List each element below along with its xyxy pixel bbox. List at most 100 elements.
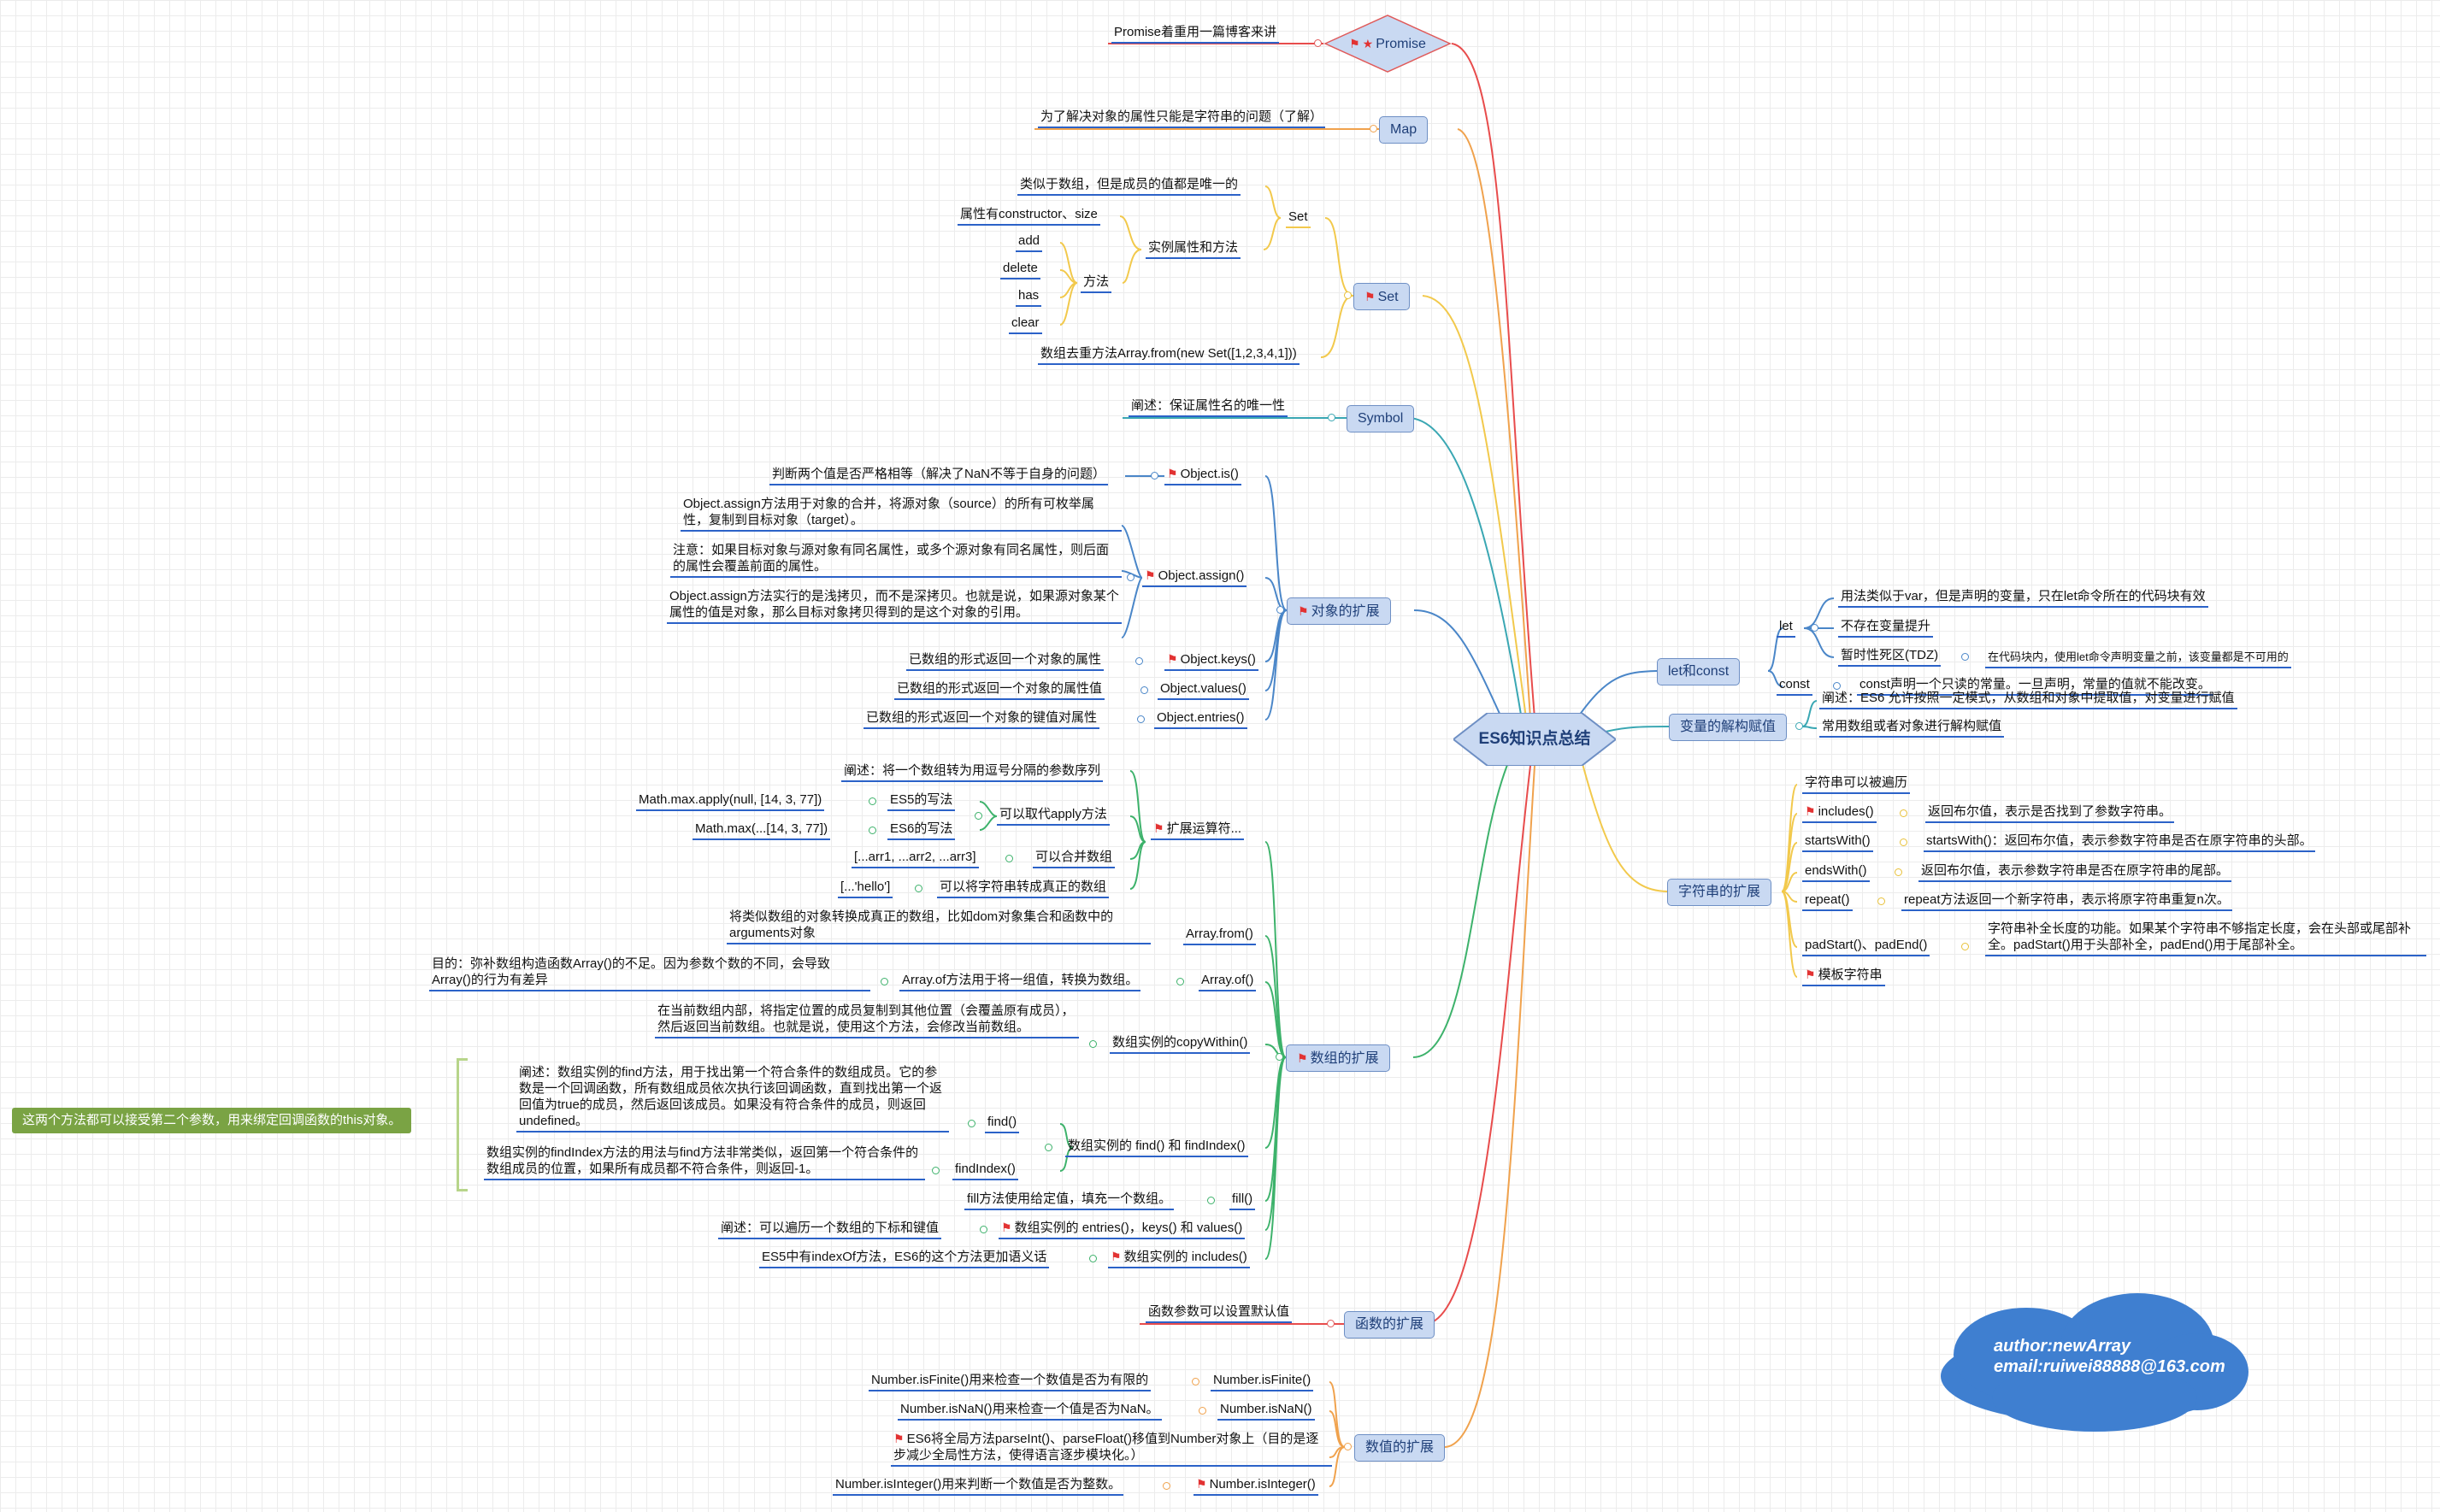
array-find: 数组实例的 find() 和 findIndex() bbox=[1065, 1138, 1248, 1157]
flag-icon: ⚑ bbox=[1298, 604, 1309, 618]
topic-string[interactable]: 字符串的扩展 bbox=[1667, 879, 1772, 906]
collapse-dot[interactable] bbox=[869, 797, 876, 805]
object-entries: Object.entries() bbox=[1154, 709, 1247, 729]
center-topic-label: ES6知识点总结 bbox=[1478, 730, 1591, 748]
collapse-dot[interactable] bbox=[1961, 943, 1969, 950]
collapse-dot[interactable] bbox=[1127, 574, 1135, 581]
topic-letconst[interactable]: let和const bbox=[1657, 658, 1741, 685]
collapse-dot[interactable] bbox=[968, 1120, 975, 1127]
collapse-dot[interactable] bbox=[1895, 868, 1902, 876]
object-assign-note-3: Object.assign方法实行的是浅拷贝，而不是深拷贝。也就是说，如果源对象… bbox=[667, 588, 1122, 624]
collapse-dot[interactable] bbox=[1089, 1040, 1097, 1048]
array-merge: 可以合并数组 bbox=[1033, 849, 1116, 868]
collapse-dot[interactable] bbox=[1192, 1378, 1199, 1386]
string-startswith: startsWith() bbox=[1802, 832, 1873, 852]
collapse-dot[interactable] bbox=[1900, 809, 1907, 817]
object-entries-leaf: 已数组的形式返回一个对象的键值对属性 bbox=[863, 709, 1100, 729]
array-of-leaf: Array.of方法用于将一组值，转换为数组。 bbox=[899, 972, 1141, 991]
collapse-dot[interactable] bbox=[1795, 722, 1803, 730]
string-repeat: repeat() bbox=[1802, 891, 1853, 911]
collapse-dot[interactable] bbox=[1900, 838, 1907, 846]
string-template: ⚑模板字符串 bbox=[1802, 967, 1885, 986]
collapse-dot[interactable] bbox=[1140, 686, 1148, 694]
center-topic[interactable]: ES6知识点总结 bbox=[1453, 713, 1616, 766]
object-assign-note-1: Object.assign方法用于对象的合并，将源对象（source）的所有可枚… bbox=[681, 496, 1122, 532]
topic-array[interactable]: ⚑数组的扩展 bbox=[1286, 1044, 1390, 1072]
collapse-dot[interactable] bbox=[1327, 1320, 1335, 1327]
topic-object[interactable]: ⚑对象的扩展 bbox=[1287, 597, 1391, 625]
collapse-dot[interactable] bbox=[1344, 1443, 1352, 1450]
cloud-shape bbox=[1941, 1293, 2248, 1432]
collapse-dot[interactable] bbox=[975, 812, 982, 820]
array-entries-label: 数组实例的 entries()，keys() 和 values() bbox=[1014, 1221, 1243, 1235]
object-keys: ⚑Object.keys() bbox=[1164, 651, 1258, 671]
set-dedupe: 数组去重方法Array.from(new Set([1,2,3,4,1])) bbox=[1038, 345, 1300, 365]
array-spread-desc: 阐述：将一个数组转为用逗号分隔的参数序列 bbox=[841, 762, 1104, 782]
collapse-dot[interactable] bbox=[1877, 897, 1885, 905]
set-method-has: has bbox=[1016, 287, 1042, 307]
collapse-dot[interactable] bbox=[932, 1167, 940, 1174]
collapse-dot[interactable] bbox=[1135, 657, 1143, 665]
collapse-dot[interactable] bbox=[1176, 978, 1184, 985]
flag-icon: ⚑ bbox=[1297, 1051, 1308, 1065]
collapse-dot[interactable] bbox=[1328, 414, 1335, 421]
object-assign-note-2: 注意：如果目标对象与源对象有同名属性，或多个源对象有同名属性，则后面的属性会覆盖… bbox=[670, 542, 1122, 578]
let-item-2: 不存在变量提升 bbox=[1838, 618, 1934, 638]
array-copywithin-leaf: 在当前数组内部，将指定位置的成员复制到其他位置（会覆盖原有成员），然后返回当前数… bbox=[655, 1003, 1079, 1038]
collapse-dot[interactable] bbox=[1163, 1482, 1170, 1490]
string-pad: padStart()、padEnd() bbox=[1802, 937, 1930, 956]
collapse-dot[interactable] bbox=[869, 827, 876, 834]
const-node: const bbox=[1777, 676, 1812, 696]
array-from-leaf: 将类似数组的对象转换成真正的数组，比如dom对象集合和函数中的arguments… bbox=[727, 909, 1151, 944]
collapse-dot[interactable] bbox=[1961, 653, 1969, 661]
collapse-dot[interactable] bbox=[1811, 624, 1818, 632]
flag-icon: ⚑ bbox=[1349, 37, 1360, 50]
collapse-dot[interactable] bbox=[1276, 1053, 1283, 1061]
collapse-dot[interactable] bbox=[1276, 606, 1284, 614]
collapse-dot[interactable] bbox=[1005, 855, 1013, 862]
object-label: 对象的扩展 bbox=[1311, 604, 1380, 619]
flag-icon: ⚑ bbox=[1001, 1221, 1012, 1234]
flag-icon: ⚑ bbox=[1196, 1477, 1207, 1491]
collapse-dot[interactable] bbox=[1151, 472, 1158, 479]
collapse-dot[interactable] bbox=[1370, 125, 1377, 132]
object-keys-leaf: 已数组的形式返回一个对象的属性 bbox=[906, 651, 1105, 671]
collapse-dot[interactable] bbox=[1207, 1197, 1215, 1204]
topic-symbol[interactable]: Symbol bbox=[1347, 405, 1415, 432]
collapse-dot[interactable] bbox=[980, 1226, 987, 1233]
center-diamond-shape bbox=[1453, 713, 1616, 766]
tdz-note: 在代码块内，使用let命令声明变量之前，该变量都是不可用的 bbox=[1985, 649, 2291, 668]
email-line: email:ruiwei88888@163.com bbox=[1994, 1357, 2225, 1376]
promise-leaf: Promise着重用一篇博客来讲 bbox=[1111, 24, 1280, 44]
topic-map[interactable]: Map bbox=[1379, 116, 1429, 144]
topic-function[interactable]: 函数的扩展 bbox=[1344, 1311, 1435, 1338]
let-node: let bbox=[1777, 618, 1795, 638]
destruct-item-2: 常用数组或者对象进行解构赋值 bbox=[1819, 718, 2005, 738]
set-methods-group: 方法 bbox=[1081, 274, 1112, 293]
topic-promise[interactable]: ⚑★Promise bbox=[1323, 14, 1452, 74]
array-includes: ⚑数组实例的 includes() bbox=[1108, 1249, 1250, 1268]
collapse-dot[interactable] bbox=[1045, 1144, 1052, 1151]
collapse-dot[interactable] bbox=[1137, 715, 1145, 723]
object-assign: ⚑Object.assign() bbox=[1142, 568, 1247, 587]
string-repeat-leaf: repeat方法返回一个新字符串，表示将原字符串重复n次。 bbox=[1901, 891, 2232, 911]
array-entries: ⚑数组实例的 entries()，keys() 和 values() bbox=[999, 1220, 1246, 1239]
collapse-dot[interactable] bbox=[1199, 1407, 1206, 1415]
collapse-dot[interactable] bbox=[881, 978, 888, 985]
topic-set[interactable]: ⚑Set bbox=[1353, 283, 1410, 310]
collapse-dot[interactable] bbox=[1314, 39, 1322, 47]
collapse-dot[interactable] bbox=[1344, 291, 1352, 299]
array-copywithin: 数组实例的copyWithin() bbox=[1110, 1034, 1251, 1054]
array-string-code: [...'hello'] bbox=[838, 879, 893, 898]
number-global-text: ES6将全局方法parseInt()、parseFloat()移值到Number… bbox=[893, 1432, 1319, 1462]
set-method-add: add bbox=[1016, 232, 1043, 252]
array-es5-code: Math.max.apply(null, [14, 3, 77]) bbox=[636, 791, 825, 811]
collapse-dot[interactable] bbox=[1833, 682, 1841, 690]
collapse-dot[interactable] bbox=[915, 885, 922, 892]
string-startswith-leaf: startsWith()：返回布尔值，表示参数字符串是否在原字符串的头部。 bbox=[1924, 832, 2315, 852]
set-method-clear: clear bbox=[1009, 315, 1042, 334]
promise-diamond-shape bbox=[1323, 15, 1452, 73]
topic-number[interactable]: 数值的扩展 bbox=[1354, 1434, 1446, 1462]
collapse-dot[interactable] bbox=[1089, 1255, 1097, 1262]
topic-destruct[interactable]: 变量的解构赋值 bbox=[1669, 714, 1788, 741]
